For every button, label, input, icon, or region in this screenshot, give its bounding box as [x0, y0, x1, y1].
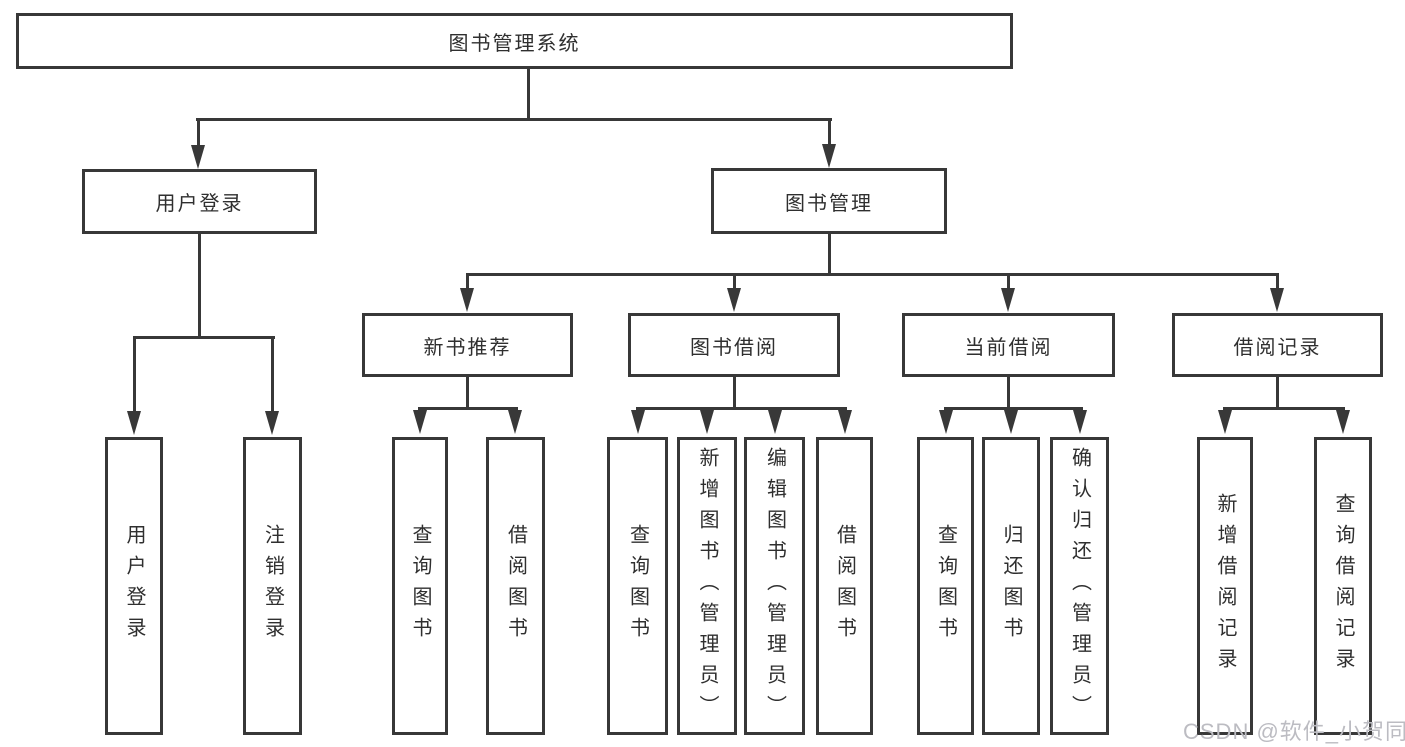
node-label: 新增图书（管理员） — [696, 446, 718, 726]
arrowhead-down-icon — [413, 410, 427, 434]
node-label: 新书推荐 — [423, 336, 512, 359]
line-segment — [636, 407, 847, 410]
line-segment — [828, 234, 831, 273]
arrowhead-down-icon — [1004, 410, 1018, 434]
arrowhead-down-icon — [265, 411, 279, 435]
line-segment — [828, 118, 831, 148]
node-label: 查询图书 — [626, 524, 649, 648]
node-label: 图书管理系统 — [448, 32, 581, 55]
line-segment — [418, 407, 518, 410]
node-label: 借阅图书 — [833, 524, 856, 648]
arrowhead-down-icon — [768, 410, 782, 434]
leaf-borrow-edit-books-admin: 编辑图书（管理员） — [744, 437, 805, 735]
line-segment — [133, 336, 136, 412]
arrowhead-down-icon — [822, 144, 836, 168]
arrowhead-down-icon — [508, 410, 522, 434]
node-label: 查询图书 — [934, 524, 957, 648]
node-user-login: 用户登录 — [82, 169, 317, 234]
arrowhead-down-icon — [127, 411, 141, 435]
line-segment — [466, 273, 469, 291]
node-new-book-recommendation: 新书推荐 — [362, 313, 573, 377]
line-segment — [1007, 377, 1010, 407]
leaf-current-return-books: 归还图书 — [982, 437, 1040, 735]
node-label: 当前借阅 — [964, 336, 1053, 359]
arrowhead-down-icon — [838, 410, 852, 434]
line-segment — [466, 377, 469, 407]
leaf-newbook-borrow-books: 借阅图书 — [486, 437, 545, 735]
leaf-records-query-borrow-record: 查询借阅记录 — [1314, 437, 1372, 735]
line-segment — [1007, 273, 1010, 291]
csdn-watermark: CSDN @软件_小贺同学 — [1183, 719, 1405, 744]
line-segment — [196, 118, 832, 121]
node-label: 借阅图书 — [504, 524, 527, 648]
node-label: 确认归还（管理员） — [1068, 446, 1091, 726]
node-label: 图书借阅 — [690, 336, 778, 359]
arrowhead-down-icon — [727, 288, 741, 312]
leaf-logout: 注销登录 — [243, 437, 302, 735]
arrowhead-down-icon — [1218, 410, 1232, 434]
leaf-borrow-query-books: 查询图书 — [607, 437, 668, 735]
leaf-newbook-query-books: 查询图书 — [392, 437, 448, 735]
line-segment — [198, 234, 201, 336]
node-label: 新增借阅记录 — [1214, 493, 1236, 679]
arrowhead-down-icon — [1073, 410, 1087, 434]
arrowhead-down-icon — [700, 410, 714, 434]
node-root-library-management-system: 图书管理系统 — [16, 13, 1013, 69]
leaf-borrow-borrow-books: 借阅图书 — [816, 437, 873, 735]
leaf-borrow-add-books-admin: 新增图书（管理员） — [677, 437, 737, 735]
arrowhead-down-icon — [631, 410, 645, 434]
node-label: 查询借阅记录 — [1332, 493, 1354, 679]
arrowhead-down-icon — [191, 145, 205, 169]
line-segment — [527, 69, 530, 118]
arrowhead-down-icon — [1270, 288, 1284, 312]
line-segment — [733, 377, 736, 407]
node-label: 编辑图书（管理员） — [763, 446, 786, 726]
arrowhead-down-icon — [1001, 288, 1015, 312]
node-label: 归还图书 — [1000, 524, 1022, 648]
node-label: 用户登录 — [123, 524, 145, 648]
leaf-user-login: 用户登录 — [105, 437, 163, 735]
line-segment — [1223, 407, 1345, 410]
node-label: 用户登录 — [155, 193, 244, 215]
arrowhead-down-icon — [1336, 410, 1350, 434]
leaf-records-add-borrow-record: 新增借阅记录 — [1197, 437, 1253, 735]
line-segment — [1276, 273, 1279, 291]
arrowhead-down-icon — [460, 288, 474, 312]
line-segment — [271, 336, 274, 412]
line-segment — [944, 407, 1083, 410]
node-book-borrowing: 图书借阅 — [628, 313, 840, 377]
node-current-borrowing: 当前借阅 — [902, 313, 1115, 377]
arrowhead-down-icon — [939, 410, 953, 434]
node-label: 查询图书 — [409, 524, 431, 648]
line-segment — [133, 336, 275, 339]
line-segment — [733, 273, 736, 291]
line-segment — [466, 273, 1279, 276]
line-segment — [1276, 377, 1279, 407]
node-label: 借阅记录 — [1233, 336, 1322, 359]
node-label: 注销登录 — [261, 524, 284, 648]
leaf-current-confirm-return-admin: 确认归还（管理员） — [1050, 437, 1109, 735]
line-segment — [197, 118, 200, 148]
node-borrowing-records: 借阅记录 — [1172, 313, 1383, 377]
node-label: 图书管理 — [785, 192, 873, 215]
leaf-current-query-books: 查询图书 — [917, 437, 974, 735]
node-book-management: 图书管理 — [711, 168, 947, 234]
